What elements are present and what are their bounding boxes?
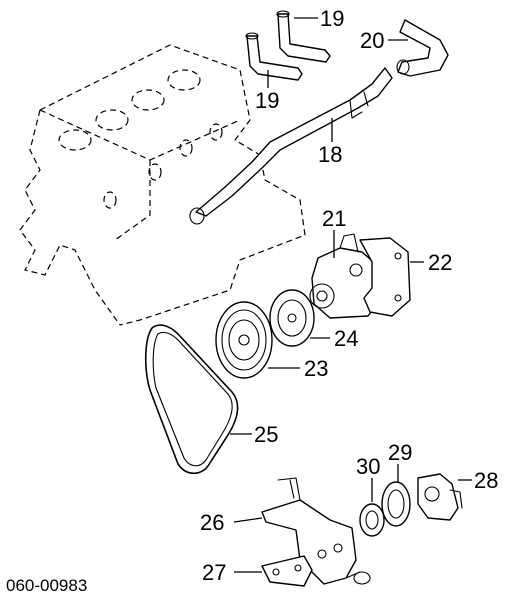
- callout-24: 24: [334, 326, 358, 351]
- diagram-reference-code: 060-00983: [6, 576, 87, 595]
- water-pump-21: [309, 233, 381, 319]
- gasket-29: [381, 481, 411, 527]
- gasket-27: [261, 555, 313, 587]
- callout-21: 21: [322, 206, 346, 231]
- callout-30: 30: [356, 454, 380, 479]
- callout-20: 20: [360, 28, 384, 53]
- callout-leaders: [230, 17, 472, 573]
- callout-26: 26: [200, 510, 224, 535]
- callout-28: 28: [474, 468, 498, 493]
- inlet-housing-26: [261, 477, 371, 585]
- thermostat-cover-28: [417, 473, 463, 521]
- callout-23: 23: [304, 356, 328, 381]
- pump-pulley-24: [269, 289, 315, 347]
- water-pipe-18: [189, 67, 393, 225]
- hose-19-upper: [276, 10, 331, 63]
- gasket-22: [359, 237, 411, 317]
- callout-25: 25: [254, 422, 278, 447]
- callout-27: 27: [202, 560, 226, 585]
- callout-29: 29: [388, 440, 412, 465]
- hose-20: [396, 19, 449, 77]
- engine-block: [19, 44, 306, 326]
- hose-19-lower: [245, 32, 303, 81]
- callout-19-upper: 19: [320, 6, 344, 31]
- thermostat-30: [359, 503, 385, 537]
- callout-22: 22: [428, 250, 452, 275]
- callout-18: 18: [318, 142, 342, 167]
- callout-19-lower: 19: [255, 88, 279, 113]
- drive-belt-25: [144, 324, 239, 475]
- crank-pulley-23: [215, 301, 273, 379]
